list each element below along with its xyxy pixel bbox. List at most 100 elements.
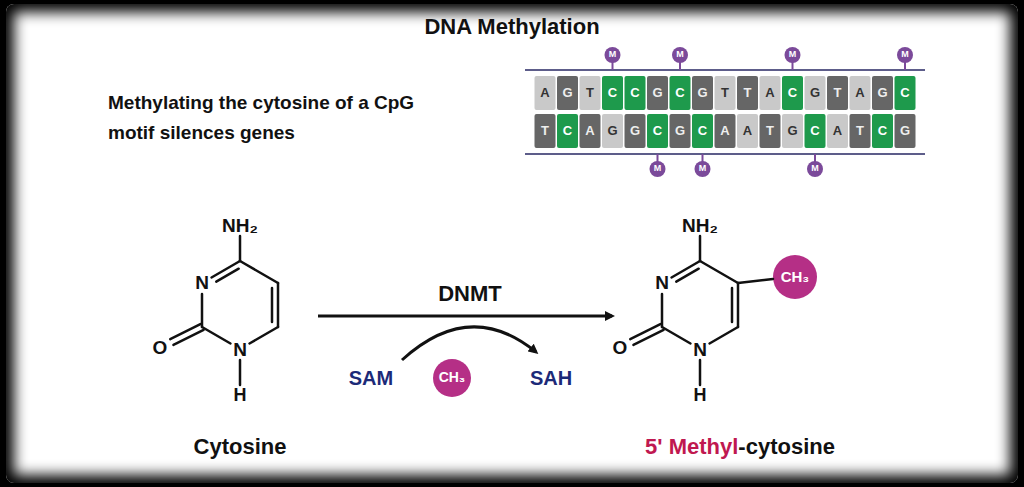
base-letter: G: [562, 86, 572, 100]
methyl-circle: [433, 359, 471, 397]
methyl-mark: [605, 47, 621, 63]
base-letter: C: [630, 86, 639, 100]
base-tile: [715, 114, 736, 148]
methyl-mark: [807, 161, 823, 177]
base-letter: C: [563, 124, 572, 138]
base-letter: C: [900, 86, 909, 100]
atom-label: O: [153, 338, 168, 359]
base-letter: G: [675, 124, 685, 138]
base-tile: [670, 76, 691, 110]
atom-label: H: [694, 386, 707, 406]
bond-line: [633, 330, 663, 345]
base-tile: [625, 76, 646, 110]
diagram-title: DNA Methylation: [424, 15, 599, 39]
base-letter: T: [766, 124, 774, 138]
atom-label: O: [613, 338, 628, 359]
base-letter: G: [877, 86, 887, 100]
methyl-letter: M: [901, 50, 909, 60]
methyl-mark: [650, 161, 666, 177]
atom-label: NH₂: [222, 216, 258, 237]
methyl-group: CH₃: [781, 269, 810, 286]
intro-text: Methylating the cytosine of a CpG motif …: [108, 88, 453, 148]
enzyme-name: DNMT: [438, 282, 502, 306]
bond-line: [250, 327, 278, 343]
methyl-letter: M: [676, 50, 684, 60]
base-letter: C: [698, 124, 707, 138]
bond-line: [239, 236, 242, 261]
base-letter: G: [787, 124, 797, 138]
base-letter: G: [652, 86, 662, 100]
methyl-mark: [897, 47, 913, 63]
base-letter: A: [743, 124, 752, 138]
base-letter: T: [744, 86, 752, 100]
base-tile: [895, 76, 916, 110]
base-letter: A: [855, 86, 864, 100]
bond-line: [277, 283, 280, 327]
bond-line: [700, 261, 738, 283]
bond-line: [202, 327, 230, 343]
base-letter: A: [765, 86, 774, 100]
base-tile: [760, 114, 781, 148]
base-tile: [715, 76, 736, 110]
base-tile: [895, 114, 916, 148]
molecule-name: 5' Methyl: [645, 435, 738, 459]
base-tile: [535, 76, 556, 110]
base-letter: G: [697, 86, 707, 100]
atom-label: NH₂: [682, 216, 718, 237]
base-letter: T: [586, 86, 594, 100]
base-tile: [737, 114, 758, 148]
base-letter: C: [653, 124, 662, 138]
base-tile: [602, 76, 623, 110]
atom-label: N: [195, 273, 209, 294]
methyl-stem: [612, 62, 614, 70]
base-tile: [805, 76, 826, 110]
methyl-group: CH₃: [439, 370, 466, 385]
methyl-letter: M: [654, 164, 662, 174]
base-letter: A: [720, 124, 729, 138]
bond-line: [731, 288, 734, 322]
base-tile: [805, 114, 826, 148]
atom-label: N: [655, 273, 669, 294]
cofactor-name: SAM: [349, 367, 393, 389]
base-letter: G: [607, 124, 617, 138]
base-tile: [827, 114, 848, 148]
bond-line: [240, 261, 278, 283]
bond-line: [201, 294, 204, 327]
dna-backbone: [525, 153, 925, 155]
base-tile: [782, 114, 803, 148]
molecule-name: -cytosine: [738, 435, 835, 459]
cofactor-name: SAH: [530, 367, 572, 389]
bond-line: [699, 360, 702, 385]
methyl-letter: M: [609, 50, 617, 60]
base-tile: [535, 114, 556, 148]
bond-line: [271, 288, 274, 322]
dna-backbone: [525, 69, 925, 71]
base-tile: [692, 76, 713, 110]
bond-line: [737, 283, 740, 327]
base-letter: C: [788, 86, 797, 100]
bond-line: [676, 269, 698, 282]
base-letter: A: [833, 124, 842, 138]
methyl-stem: [792, 62, 794, 70]
base-tile: [737, 76, 758, 110]
white-panel: [6, 4, 1018, 483]
bond-line: [216, 269, 238, 282]
bond-line: [173, 330, 203, 345]
base-tile: [850, 114, 871, 148]
base-tile: [625, 114, 646, 148]
molecule-name: Cytosine: [194, 435, 287, 459]
cofactor-arrow: [402, 327, 536, 360]
base-tile: [692, 114, 713, 148]
base-tile: [850, 76, 871, 110]
bond-line: [239, 360, 242, 385]
methyl-stem: [679, 62, 681, 70]
base-tile: [557, 114, 578, 148]
base-tile: [647, 114, 668, 148]
atom-label: N: [233, 340, 247, 361]
methyl-bond: [738, 279, 773, 283]
bond-line: [661, 294, 664, 327]
base-tile: [557, 76, 578, 110]
base-letter: C: [810, 124, 819, 138]
